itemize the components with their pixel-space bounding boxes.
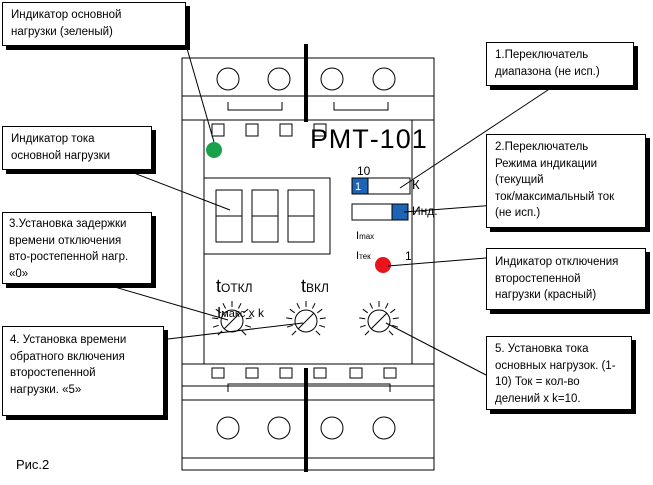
knob-tick xyxy=(384,302,389,309)
knob-tick xyxy=(369,302,374,309)
pointer-line xyxy=(93,280,229,321)
knob-tick xyxy=(215,308,221,314)
callout-text: 3.Установка задержки времени отключения … xyxy=(9,218,129,280)
knob-tick xyxy=(319,324,326,328)
t-on-main: t xyxy=(301,276,307,296)
knob-tick xyxy=(286,317,293,320)
pointer-line xyxy=(167,322,304,340)
knob-tick xyxy=(245,324,252,328)
knob-tick xyxy=(359,317,366,320)
pointer-line xyxy=(385,322,487,376)
pointer-line xyxy=(403,204,497,213)
pointer-line xyxy=(387,257,487,267)
callout-text: 5. Установка тока основных нагрузок. (1-… xyxy=(495,343,616,405)
i-tek-main: I xyxy=(356,250,360,262)
knob-tick xyxy=(317,308,323,314)
terminal-screw xyxy=(372,416,396,440)
i-knob-suffix: x k xyxy=(245,306,264,320)
divider-bar xyxy=(304,44,308,122)
callout-main-current: 5. Установка тока основных нагрузок. (1-… xyxy=(486,336,632,410)
knob-tick xyxy=(388,330,394,336)
terminal-screw xyxy=(320,67,344,91)
callout-current-indicator: Индикатор тока основной нагрузки xyxy=(2,126,152,170)
divider-bar xyxy=(304,368,308,472)
i-max-label: Imax xyxy=(356,230,374,242)
t-off-label: tОТКЛ xyxy=(216,276,253,297)
knob-tick xyxy=(237,302,242,309)
knob-tick xyxy=(212,317,219,320)
i-knob-main: I xyxy=(217,304,222,321)
t-off-sub: ОТКЛ xyxy=(221,281,253,295)
digit xyxy=(251,189,279,243)
knob-tick xyxy=(319,317,326,320)
callout-text: 1.Переключатель диапазона (не исп.) xyxy=(495,49,600,78)
main-current-knob xyxy=(367,309,391,333)
knob-tick xyxy=(243,308,249,314)
i-tek-sub: тек xyxy=(359,252,371,261)
pointer-line xyxy=(125,169,231,211)
knob-tick xyxy=(364,330,370,336)
knob-tick xyxy=(212,324,219,328)
callout-text: 2.Переключатель Режима индикации (текущи… xyxy=(495,141,615,219)
knob-tick xyxy=(311,302,316,309)
range-upper-label: 10 xyxy=(357,164,371,178)
knob-tick xyxy=(392,324,399,328)
digit xyxy=(287,189,315,243)
terminal-screw xyxy=(372,67,396,91)
i-max-sub: max xyxy=(359,232,375,241)
terminal-screw xyxy=(267,416,291,440)
knob-tick xyxy=(392,317,399,320)
range-lower-label: 1 xyxy=(355,181,362,193)
callout-green-indicator: Индикатор основной нагрузки (зеленый) xyxy=(2,2,186,46)
knob-tick xyxy=(362,308,368,314)
i-knob-sub: макс xyxy=(221,308,246,320)
callout-delay-setting: 3.Установка задержки времени отключения … xyxy=(2,212,152,284)
digit xyxy=(215,189,243,243)
i-tek-label: Iтек xyxy=(356,250,371,262)
knob-tick xyxy=(245,317,252,320)
range-unit-label: К xyxy=(412,177,420,192)
pointer-line xyxy=(399,81,561,189)
t-off-main: t xyxy=(216,276,222,296)
current-display xyxy=(203,177,331,255)
callout-mode-switch: 2.Переключатель Режима индикации (текущи… xyxy=(486,134,646,228)
t-on-label: tВКЛ xyxy=(301,276,329,297)
knob-tick xyxy=(241,330,247,336)
knob-tick xyxy=(222,302,227,309)
terminal-screw xyxy=(216,416,240,440)
figure-label: Рис.2 xyxy=(16,457,50,472)
callout-text: Индикатор тока основной нагрузки xyxy=(11,133,111,162)
indicator-one-label: 1 xyxy=(405,249,412,263)
terminal-screw xyxy=(267,67,291,91)
callout-text: Индикатор основной нагрузки (зеленый) xyxy=(11,9,122,38)
mode-label: Инд. xyxy=(412,204,438,218)
green-led xyxy=(206,142,222,158)
delay-knob xyxy=(220,309,244,333)
t-on-sub: ВКЛ xyxy=(306,281,329,295)
terminal-screw xyxy=(320,416,344,440)
pointer-line xyxy=(185,44,215,143)
callout-text: 4. Установка времени обратного включения… xyxy=(10,334,127,396)
knob-tick xyxy=(286,324,293,328)
knob-tick xyxy=(390,308,396,314)
knob-tick xyxy=(289,308,295,314)
knob-tick xyxy=(296,302,301,309)
callout-red-indicator: Индикатор отключения второстепенной нагр… xyxy=(486,248,646,310)
i-max-main: I xyxy=(356,230,360,242)
callout-range-switch: 1.Переключатель диапазона (не исп.) xyxy=(486,42,634,86)
device-model: РМТ-101 xyxy=(310,124,428,154)
callout-text: Индикатор отключения второстепенной нагр… xyxy=(495,256,619,301)
return-time-knob xyxy=(294,309,318,333)
knob-tick xyxy=(291,330,297,336)
terminal-screw xyxy=(216,67,240,91)
i-knob-label: Iмакс x k xyxy=(217,304,264,321)
red-led xyxy=(375,257,391,273)
callout-return-time: 4. Установка времени обратного включения… xyxy=(2,326,164,416)
range-switch-actuator xyxy=(351,177,369,195)
knob-tick xyxy=(359,324,366,328)
knob-tick xyxy=(315,330,321,336)
